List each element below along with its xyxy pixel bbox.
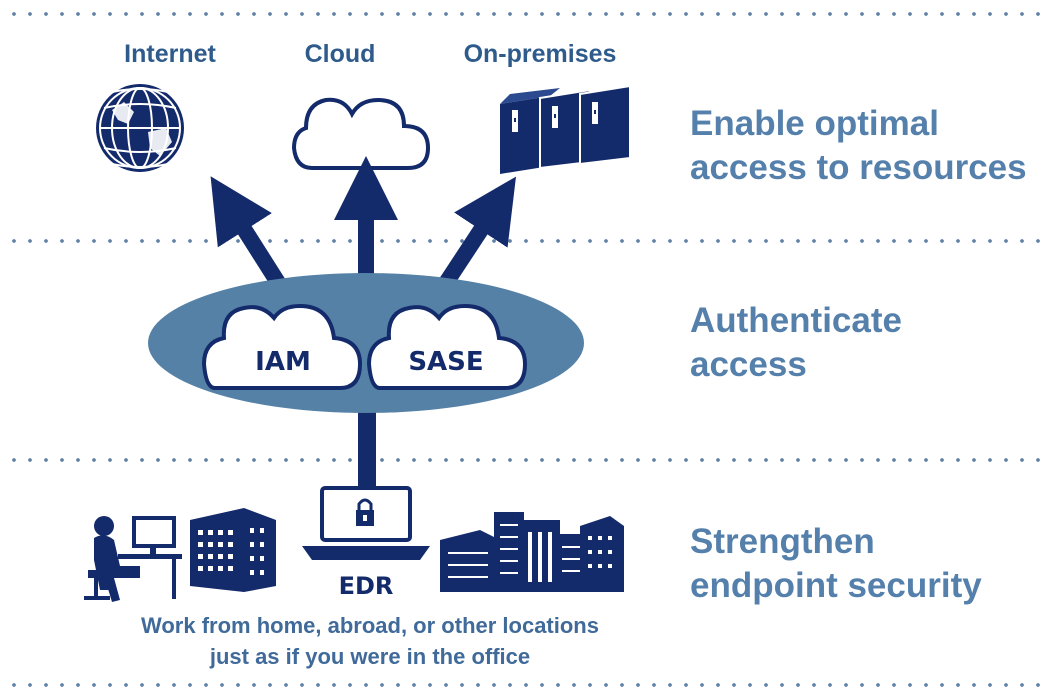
office-building-icon (190, 508, 276, 592)
auth-layer-line-1: Authenticate (690, 301, 902, 340)
access-layer-label: Enable optimal access to resources (690, 102, 1027, 190)
endpoint-divider (6, 458, 1046, 462)
access-layer-line-2: access to resources (690, 148, 1027, 187)
auth-layer-label: Authenticate access (690, 299, 902, 387)
work-anywhere-caption: Work from home, abroad, or other locatio… (60, 610, 680, 672)
servers-icon (500, 84, 631, 174)
cloud-icon (291, 97, 431, 170)
person-at-desk-icon (84, 516, 182, 602)
sase-cloud-icon: SASE (366, 303, 528, 390)
arrow-to-internet (210, 176, 291, 297)
globe-icon (96, 84, 184, 172)
iam-label: IAM (255, 347, 311, 377)
bottom-divider (6, 683, 1046, 687)
endpoint-layer-line-1: Strengthen (690, 522, 875, 561)
on-premises-label: On-premises (463, 40, 617, 68)
edr-label: EDR (339, 572, 394, 600)
caption-line-1: Work from home, abroad, or other locatio… (141, 613, 599, 638)
access-divider (6, 239, 1046, 243)
access-layer-line-1: Enable optimal (690, 104, 939, 143)
top-divider (6, 12, 1046, 16)
laptop-lock-icon (302, 486, 430, 560)
iam-cloud-icon: IAM (201, 303, 363, 390)
endpoint-connector (358, 390, 376, 490)
cloud-label: Cloud (304, 40, 376, 68)
sase-label: SASE (408, 347, 483, 377)
auth-layer-line-2: access (690, 345, 807, 384)
internet-label: Internet (124, 40, 216, 68)
caption-line-2: just as if you were in the office (209, 644, 531, 669)
endpoint-layer-label: Strengthen endpoint security (690, 520, 982, 608)
city-skyline-icon (440, 512, 624, 592)
endpoint-layer-line-2: endpoint security (690, 566, 982, 605)
